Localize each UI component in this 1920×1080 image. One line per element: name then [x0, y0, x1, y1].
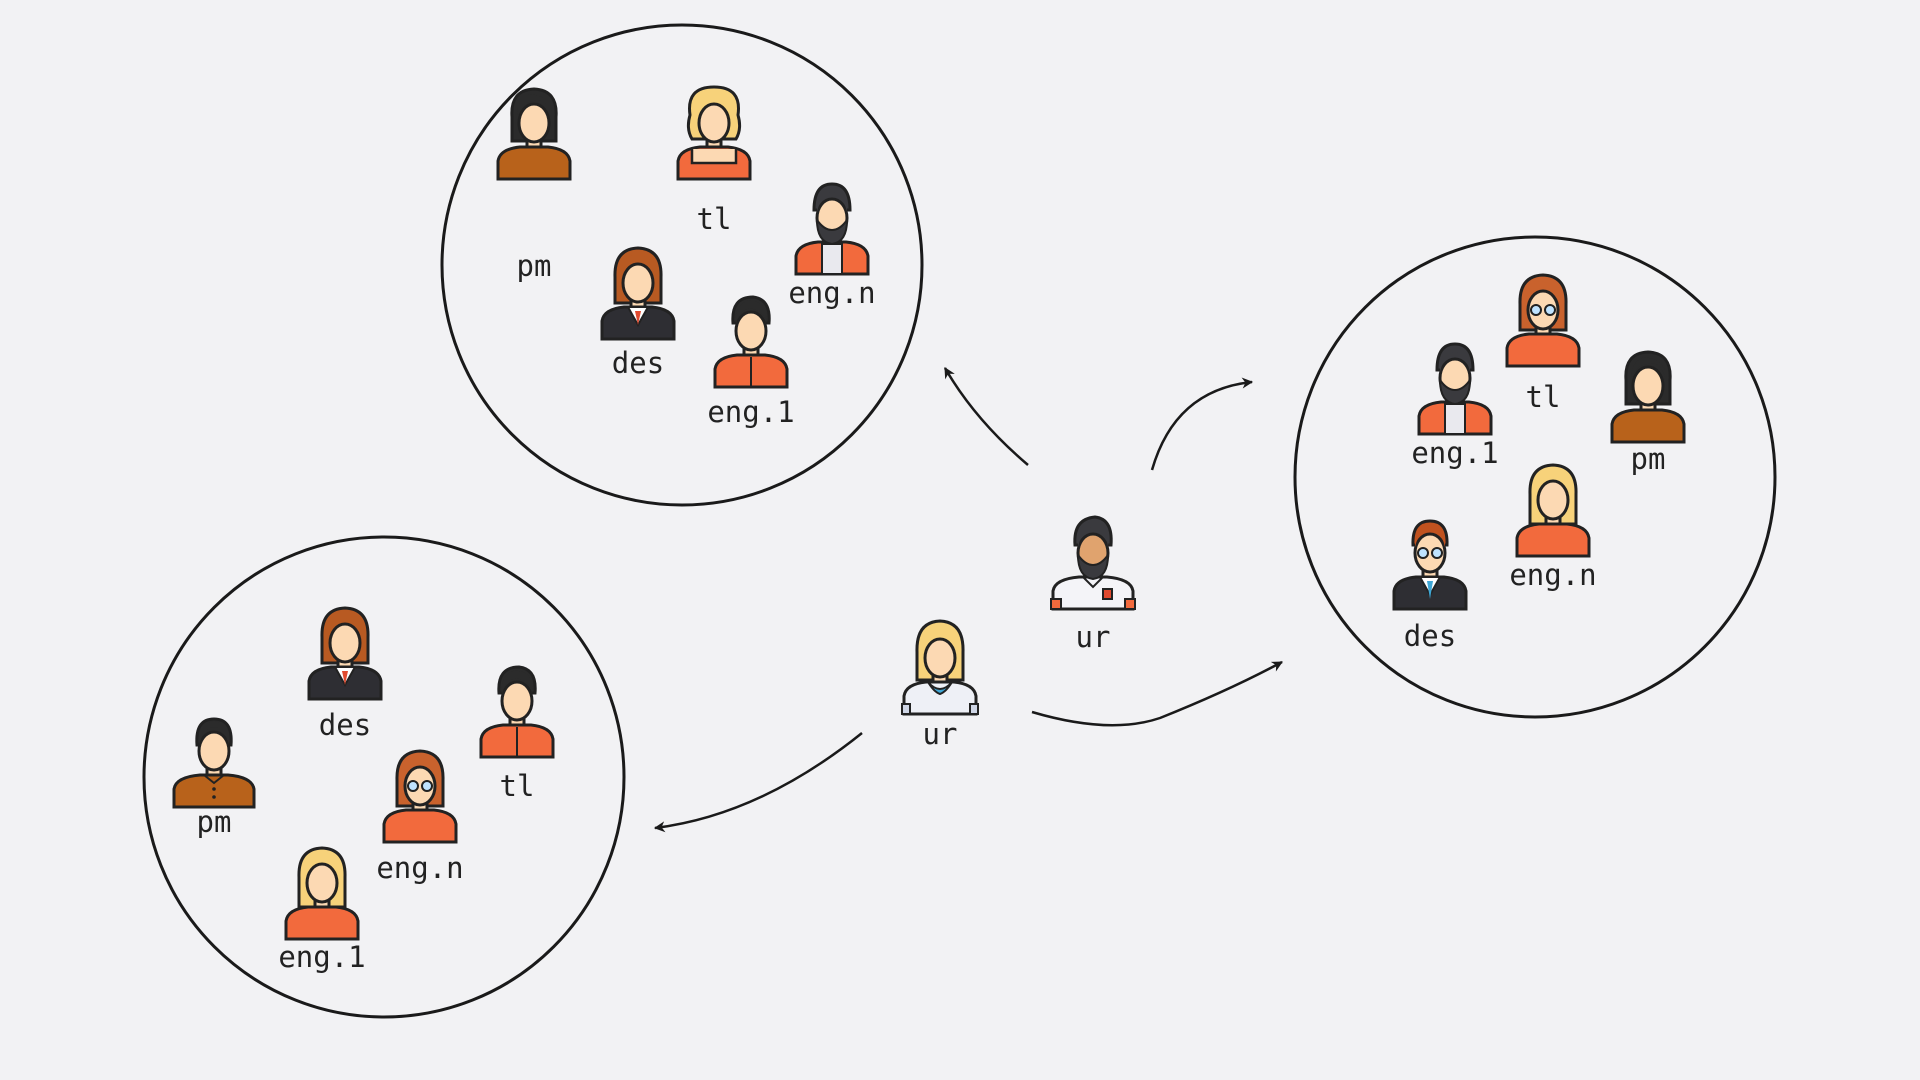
team-top: pm tl des — [496, 85, 876, 429]
arrow-to-right-team-upper — [1150, 377, 1254, 471]
team-left: des tl pm — [172, 606, 555, 974]
member-label: tl — [1526, 380, 1561, 414]
team-circle-right — [1293, 235, 1777, 719]
member-label: eng.n — [788, 276, 875, 310]
person-right-des: des — [1392, 519, 1468, 653]
man-bearded-hoodie-icon — [1417, 342, 1493, 436]
member-label: des — [319, 708, 371, 742]
person-right-eng-1: eng.1 — [1411, 342, 1499, 470]
member-label: tl — [697, 202, 732, 236]
person-top-des: des — [600, 246, 676, 380]
team-circle-top — [440, 23, 924, 507]
person-top-tl: tl — [676, 85, 752, 236]
arrow-to-right-team-lower — [1031, 660, 1283, 727]
researcher-bearded: ur — [1050, 515, 1136, 654]
woman-blonde-red-icon — [1515, 463, 1591, 558]
woman-brown-suit-icon — [600, 246, 676, 341]
member-label: eng.1 — [707, 395, 794, 429]
member-label: des — [1404, 619, 1456, 653]
person-right-eng-n: eng.n — [1509, 463, 1597, 592]
researcher-label: ur — [1076, 620, 1111, 654]
member-label: des — [612, 346, 664, 380]
person-left-des: des — [307, 606, 383, 742]
man-dark-shirt-icon — [172, 717, 256, 809]
woman-glasses-red-icon — [1505, 273, 1581, 368]
woman-dark-bob-icon — [496, 87, 572, 181]
person-left-eng-n: eng.n — [376, 749, 464, 885]
team-circle-left — [142, 535, 626, 1019]
woman-blonde-researcher-icon — [901, 619, 979, 716]
woman-glasses-red-icon — [382, 749, 458, 844]
man-dark-hair-jacket-icon — [479, 665, 555, 759]
person-right-pm: pm — [1610, 350, 1686, 476]
researcher-label: ur — [923, 717, 958, 751]
member-label: eng.n — [1509, 558, 1596, 592]
man-bearded-hoodie-icon — [794, 182, 870, 276]
team-right: eng.1 tl pm — [1392, 273, 1686, 653]
member-label: eng.n — [376, 851, 463, 885]
member-label: eng.1 — [278, 940, 365, 974]
person-left-eng-1: eng.1 — [278, 846, 366, 974]
member-label: pm — [197, 805, 232, 839]
person-top-eng-n: eng.n — [788, 182, 876, 310]
member-label: eng.1 — [1411, 436, 1498, 470]
person-left-tl: tl — [479, 665, 555, 803]
woman-dark-bob-icon — [1610, 350, 1686, 444]
woman-brown-suit-icon — [307, 606, 383, 701]
man-glasses-suit-icon — [1392, 519, 1468, 611]
researcher-blonde: ur — [901, 619, 979, 751]
arrow-to-top-team — [943, 367, 1029, 466]
person-top-pm: pm — [496, 87, 572, 283]
person-left-pm: pm — [172, 717, 256, 839]
member-label: pm — [517, 249, 552, 283]
man-dark-hair-jacket-icon — [713, 295, 789, 389]
member-label: tl — [500, 769, 535, 803]
woman-blonde-curly-icon — [676, 85, 752, 181]
woman-blonde-red-icon — [284, 846, 360, 941]
man-bearded-researcher-icon — [1050, 515, 1136, 611]
person-top-eng-1: eng.1 — [707, 295, 795, 429]
person-right-tl: tl — [1505, 273, 1581, 414]
member-label: pm — [1631, 442, 1666, 476]
arrow-to-left-team — [653, 732, 863, 833]
